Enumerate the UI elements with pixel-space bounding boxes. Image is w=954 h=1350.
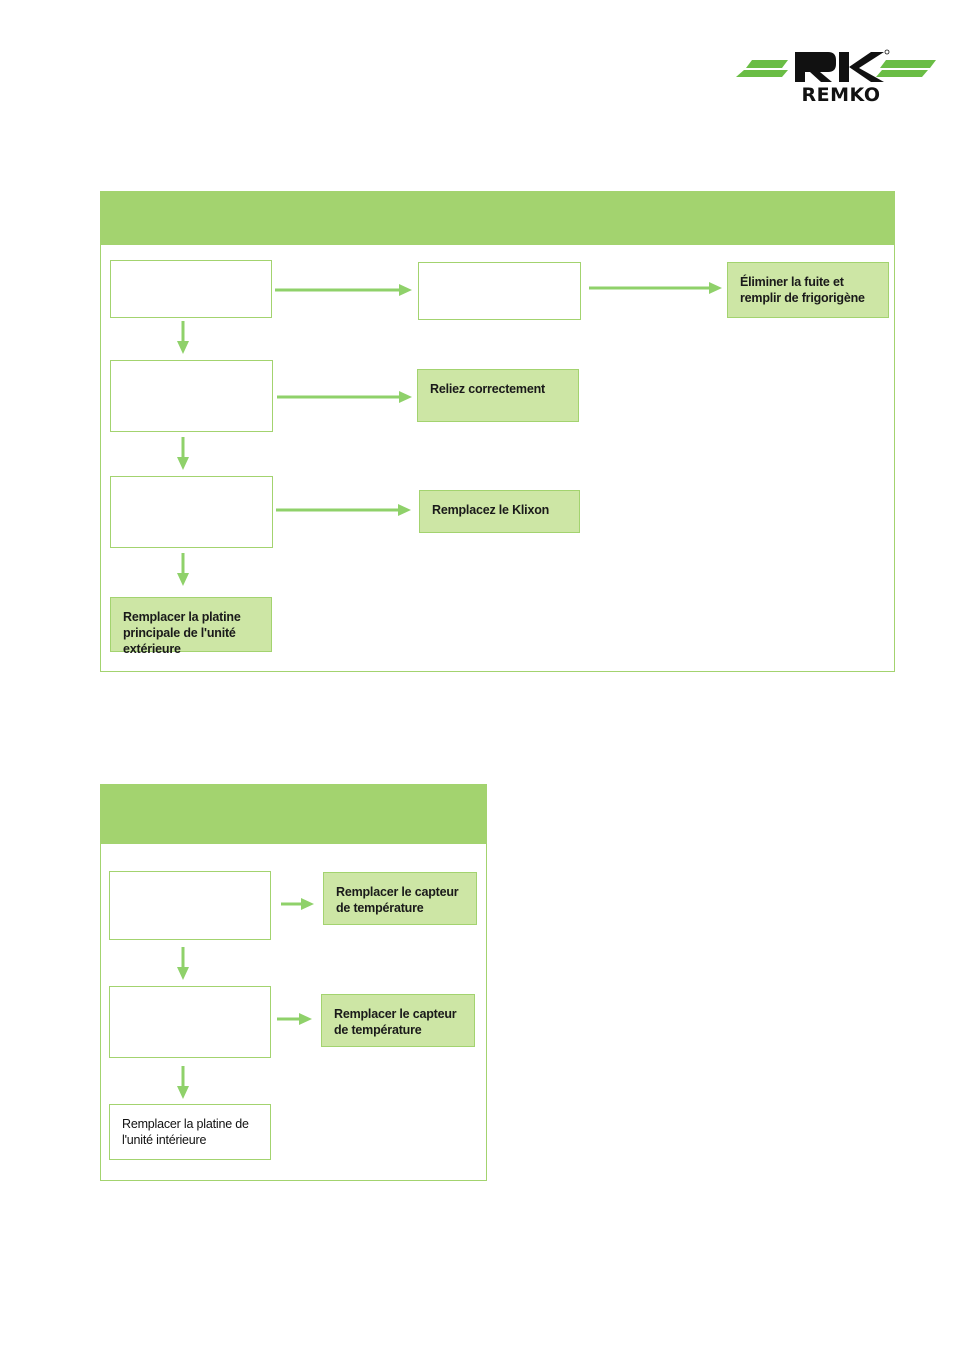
flow-box-r3c1: [110, 476, 273, 548]
arrow-down-icon: [177, 553, 189, 586]
arrow-right-icon: [277, 1013, 312, 1025]
action-box-outdoor-board: Remplacer la platine principale de l'uni…: [110, 597, 272, 656]
flow-box-r1c2: [418, 262, 581, 320]
action-box-klixon: Remplacez le Klixon: [419, 490, 580, 533]
action-box-indoor-board: Remplacer la platine de l'unité intérieu…: [109, 1104, 271, 1160]
arrow-right-icon: [589, 282, 722, 294]
action-box-replace-sensor-1: Remplacer le capteur de température: [323, 872, 477, 925]
flow-box-r1c1: [110, 260, 272, 318]
arrow-down-icon: [177, 1066, 189, 1099]
flow-box-r2c1: [110, 360, 273, 432]
action-box-fix-leak: Éliminer la fuite et remplir de frigorig…: [727, 262, 889, 318]
arrow-down-icon: [177, 947, 189, 980]
flowchart-header-indoor: [100, 784, 487, 844]
remko-logo: [736, 49, 936, 82]
logo-wordmark: REMKO: [801, 84, 881, 106]
arrow-right-icon: [276, 504, 411, 516]
arrow-down-icon: [177, 437, 189, 470]
arrow-right-icon: [281, 898, 314, 910]
action-box-replace-sensor-2: Remplacer le capteur de température: [321, 994, 475, 1047]
arrow-right-icon: [275, 284, 412, 296]
arrow-right-icon: [277, 391, 412, 403]
arrow-down-icon: [177, 321, 189, 354]
action-box-connect: Reliez correctement: [417, 369, 579, 422]
flowchart-header-outdoor: [100, 191, 895, 245]
flow-box-r2c1: [109, 986, 271, 1058]
flow-box-r1c1: [109, 871, 271, 940]
